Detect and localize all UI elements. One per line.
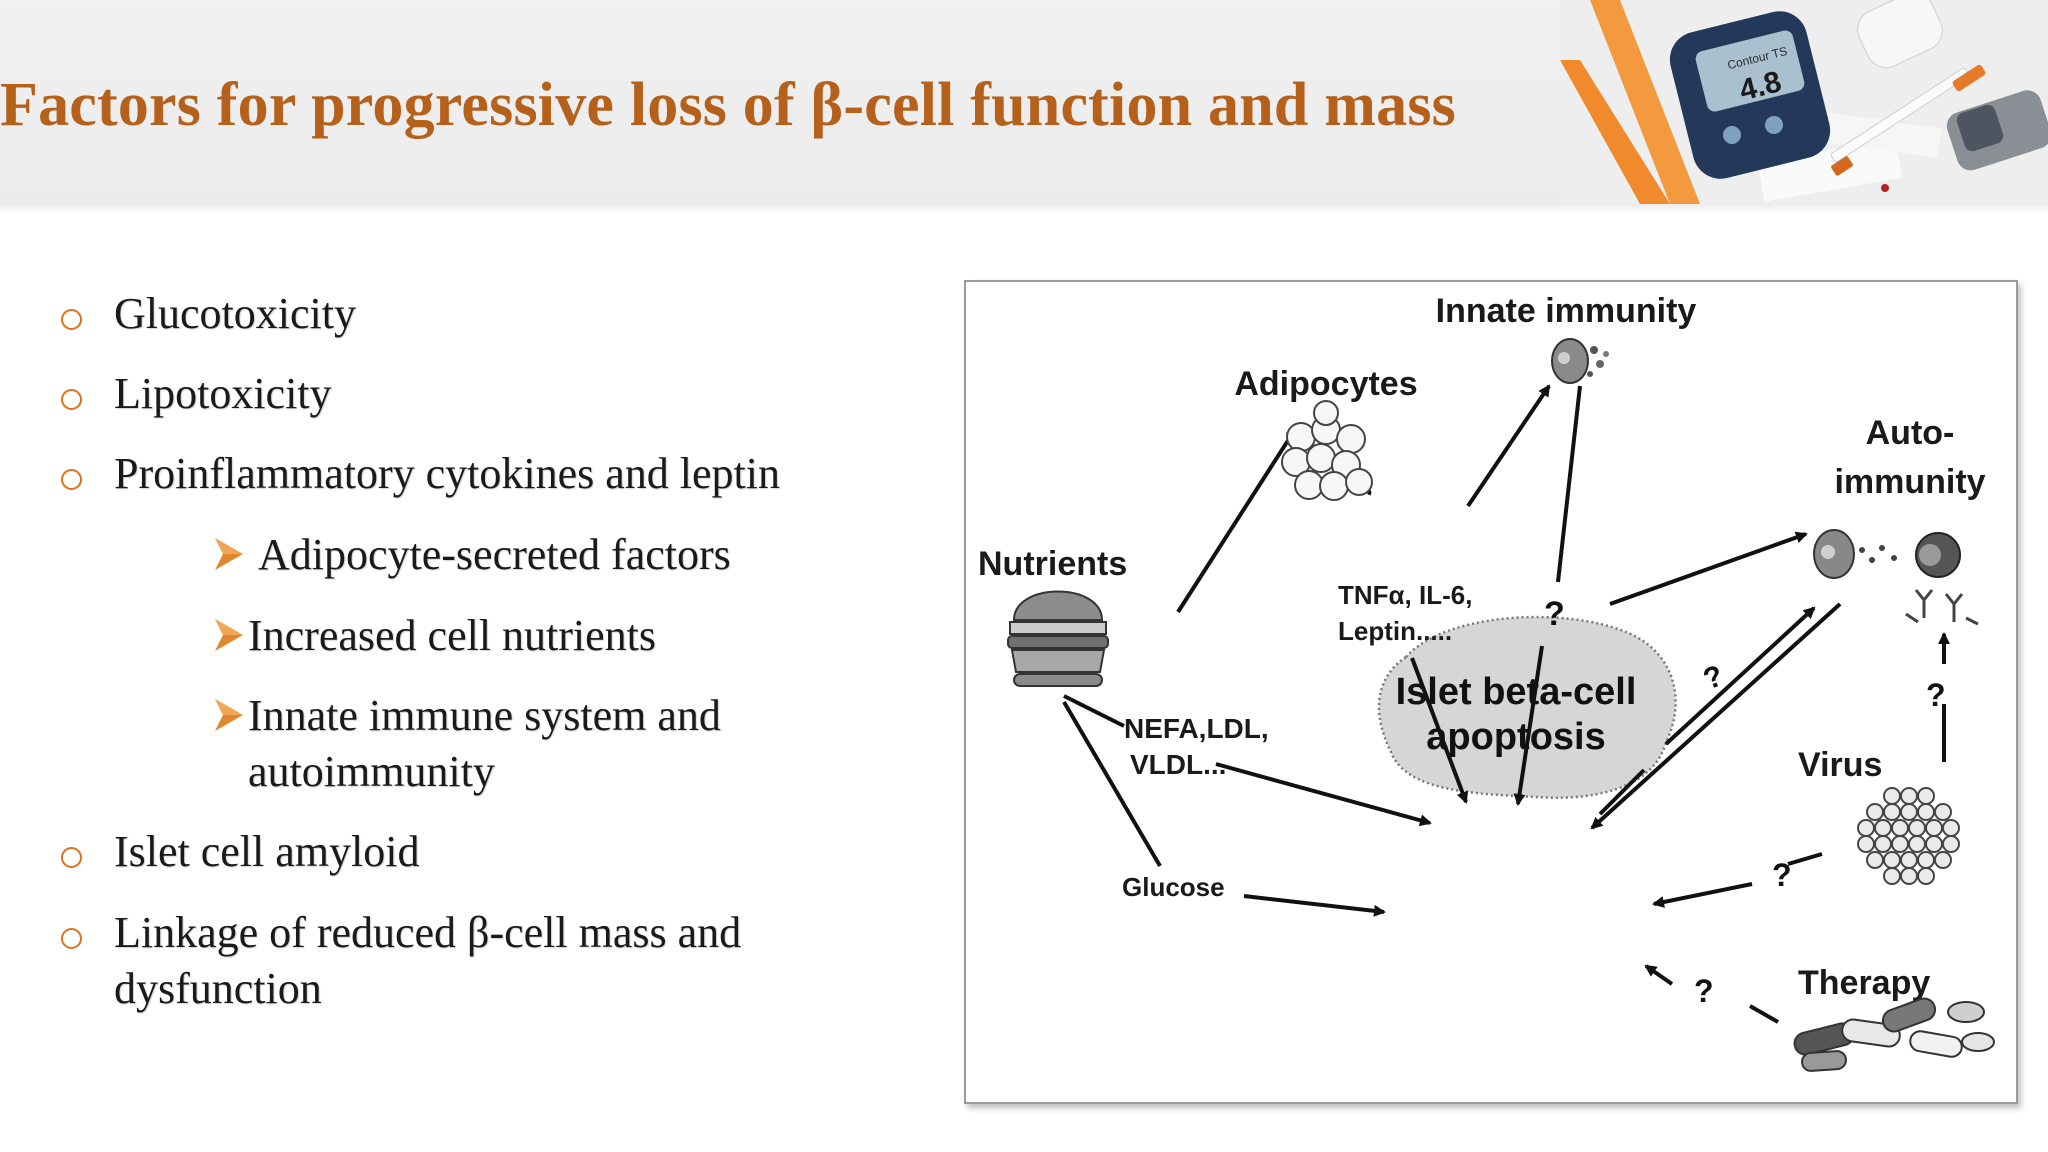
arrow-glucose-islet bbox=[1243, 894, 1386, 917]
auto-immunity-label-line1: Auto- bbox=[1866, 414, 1955, 452]
bullet-lipotoxicity: Lipotoxicity bbox=[114, 369, 332, 418]
line-virus-dash bbox=[1787, 852, 1823, 866]
islet-label-line2: apoptosis bbox=[1426, 716, 1605, 758]
macrophage-icon bbox=[1551, 338, 1609, 384]
circle-bullet-icon bbox=[61, 928, 82, 949]
sub-bullet-nutrients: Increased cell nutrients bbox=[248, 611, 657, 660]
arrow-virus-to-islet bbox=[1652, 882, 1753, 908]
bullet-linkage: Linkage of reduced β-cell mass and bbox=[114, 908, 742, 957]
sub-bullet-innate-immune-cont: autoimmunity bbox=[248, 747, 495, 796]
diagram-frame: Islet beta-cell apoptosis Innate immunit… bbox=[964, 280, 2018, 1104]
circle-bullet-icon bbox=[61, 309, 82, 330]
beta-cell-apoptosis-diagram: Islet beta-cell apoptosis Innate immunit… bbox=[978, 292, 1995, 1072]
bullet-proinflammatory: Proinflammatory cytokines and leptin bbox=[114, 449, 780, 498]
line-islet-up bbox=[1598, 768, 1646, 816]
sub-bullet-innate-immune: Innate immune system and bbox=[248, 691, 721, 740]
adipocytes-label: Adipocytes bbox=[1234, 365, 1417, 403]
line-nutrients-lipids bbox=[1063, 694, 1125, 728]
bullet-linkage-cont: dysfunction bbox=[114, 964, 322, 1013]
lipids-label-line1: NEFA,LDL, bbox=[1124, 713, 1269, 744]
question-mark-virus-auto: ? bbox=[1926, 677, 1946, 713]
virus-label: Virus bbox=[1798, 746, 1882, 784]
cytokines-label-line1: TNFα, IL-6, bbox=[1338, 580, 1472, 610]
therapy-label: Therapy bbox=[1798, 964, 1930, 1002]
innate-immunity-label: Innate immunity bbox=[1436, 292, 1697, 330]
pills-icon bbox=[1793, 997, 1995, 1072]
arrow-innate-to-islet bbox=[1513, 645, 1544, 806]
arrow-autoimmunity-to-islet bbox=[1590, 602, 1842, 830]
arrow-to-autoimmunity bbox=[1609, 531, 1808, 606]
circle-bullet-icon bbox=[61, 847, 82, 868]
arrow-bullet-icon bbox=[215, 699, 243, 731]
slide-title: Factors for progressive loss of β-cell f… bbox=[0, 71, 1456, 139]
immune-cells-icon bbox=[1813, 529, 1961, 579]
header-shadow bbox=[0, 204, 2048, 214]
lipids-label-line2: VLDL... bbox=[1130, 749, 1226, 780]
sub-bullet-adipocyte: Adipocyte-secreted factors bbox=[258, 530, 731, 579]
header-bar: Factors for progressive loss of β-cell f… bbox=[0, 0, 2048, 204]
nutrients-label: Nutrients bbox=[978, 545, 1127, 583]
islet-label-line1: Islet beta-cell bbox=[1396, 671, 1637, 713]
circle-bullet-icon bbox=[61, 389, 82, 410]
antibodies-icon bbox=[1905, 589, 1979, 626]
bullet-glucotoxicity: Glucotoxicity bbox=[114, 289, 356, 338]
glucose-meter-photo: Contour TS 4.8 bbox=[1560, 0, 2048, 204]
circle-bullet-icon bbox=[61, 469, 82, 490]
question-mark-virus: ? bbox=[1772, 857, 1792, 893]
glucose-meter-icon: Contour TS 4.8 bbox=[1669, 11, 1831, 179]
burger-icon bbox=[1007, 590, 1109, 687]
question-mark-therapy: ? bbox=[1694, 973, 1714, 1009]
auto-immunity-label-line2: immunity bbox=[1834, 463, 1985, 501]
arrow-cytokines-islet bbox=[1410, 657, 1469, 804]
arrow-to-innate bbox=[1466, 384, 1551, 508]
arrow-lipids-islet bbox=[1215, 762, 1432, 827]
arrow-islet-to-autoimmunity bbox=[1664, 606, 1816, 746]
glucose-label: Glucose bbox=[1122, 872, 1225, 902]
bullet-list: Glucotoxicity Lipotoxicity Proinflammato… bbox=[0, 0, 900, 1152]
arrow-bullet-icon bbox=[215, 538, 243, 570]
line-nutrients-glucose bbox=[1062, 700, 1162, 868]
adipocytes-icon bbox=[1281, 400, 1373, 501]
line-therapy-dash bbox=[1749, 1004, 1779, 1024]
virus-icon bbox=[1857, 787, 1960, 885]
arrow-therapy-to-islet bbox=[1644, 964, 1674, 986]
arrows bbox=[1062, 384, 1950, 1024]
islet-cell-shape bbox=[1377, 615, 1677, 799]
question-mark-innate: ? bbox=[1544, 595, 1565, 633]
arrow-bullet-icon bbox=[215, 619, 243, 651]
line-innate-down bbox=[1556, 385, 1582, 583]
arrow-nutrients-adipocytes bbox=[1176, 426, 1298, 614]
cytokines-label-line2: Leptin..... bbox=[1338, 616, 1452, 646]
bullet-islet-amyloid: Islet cell amyloid bbox=[114, 827, 420, 876]
